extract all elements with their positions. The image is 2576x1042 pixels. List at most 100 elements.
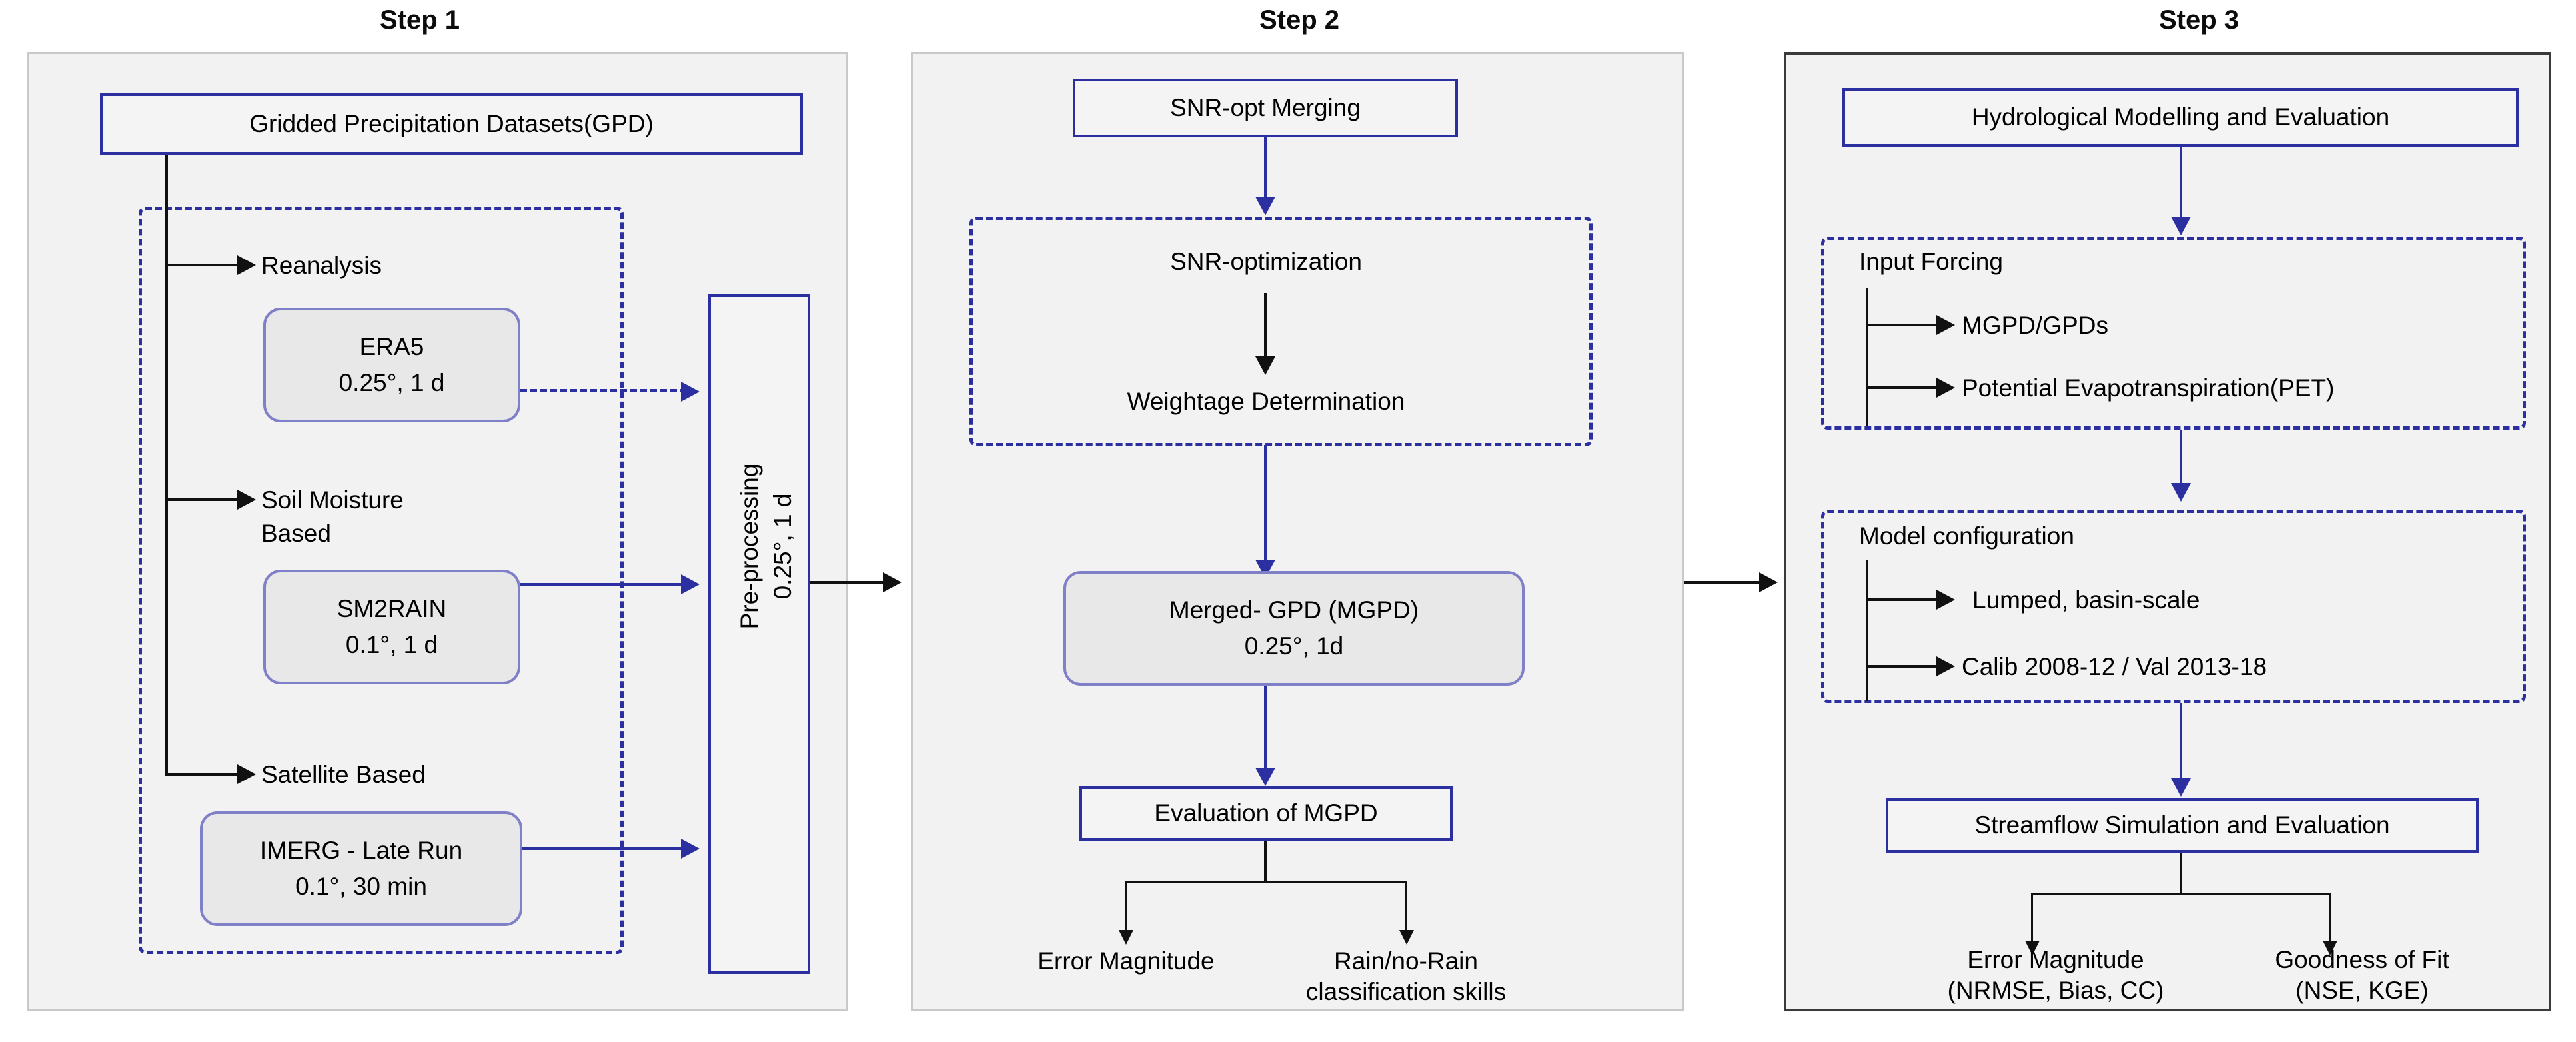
step1-branch-soilmoisture-line xyxy=(167,498,241,501)
input-to-model-config-line xyxy=(2180,430,2182,491)
gpd-header-label: Gridded Precipitation Datasets(GPD) xyxy=(249,110,654,137)
step2-outcome-left-drop xyxy=(1125,881,1127,934)
dataset-era5-box[interactable]: ERA5 0.25°, 1 d xyxy=(263,308,520,422)
merged-gpd-box[interactable]: Merged- GPD (MGPD) 0.25°, 1d xyxy=(1063,571,1525,686)
step2-to-step3-line xyxy=(1684,581,1763,584)
imerg-to-preprocessing-arrow xyxy=(681,839,700,859)
sm2rain-to-preprocessing-arrow xyxy=(681,574,700,594)
snr-opt-merging-box[interactable]: SNR-opt Merging xyxy=(1073,79,1458,137)
model-config-item-2-arrow xyxy=(1936,656,1955,676)
step1-branch-satellite-arrow xyxy=(237,764,256,784)
input-forcing-bracket xyxy=(1866,288,1868,426)
step2-outcome-rain-norain: Rain/no-Rain classification skills xyxy=(1246,946,1566,1008)
category-satellite-label: Satellite Based xyxy=(261,761,426,788)
step3-outcome-left-arrow xyxy=(2025,941,2040,955)
hydrological-modelling-label: Hydrological Modelling and Evaluation xyxy=(1971,103,2390,131)
step3-outcome-gof-line2: (NSE, KGE) xyxy=(2295,977,2429,1005)
model-configuration-title: Model configuration xyxy=(1859,522,2074,550)
merged-to-evaluation-arrow xyxy=(1255,768,1275,786)
snr-to-weightage-arrow xyxy=(1255,356,1275,375)
step-2-panel xyxy=(911,52,1684,1011)
merged-gpd-spec: 0.25°, 1d xyxy=(1244,632,1344,660)
category-soil-moisture-label: Soil Moisture xyxy=(261,486,404,514)
step2-outcome-right-drop xyxy=(1405,881,1407,934)
weightage-determination-label: Weightage Determination xyxy=(1127,388,1405,415)
dataset-imerg-name: IMERG - Late Run xyxy=(259,837,463,865)
dataset-era5-name: ERA5 xyxy=(359,333,424,361)
step1-branch-soilmoisture-arrow xyxy=(237,490,256,510)
step2-outcome-error-magnitude: Error Magnitude xyxy=(1037,947,1215,975)
merged-gpd-name: Merged- GPD (MGPD) xyxy=(1169,596,1419,624)
step1-branch-reanalysis-arrow xyxy=(237,255,256,275)
hydro-to-input-forcing-arrow xyxy=(2171,217,2191,235)
preprocessing-box[interactable] xyxy=(708,294,810,974)
dataset-imerg-box[interactable]: IMERG - Late Run 0.1°, 30 min xyxy=(200,811,522,926)
snr-opt-merging-label: SNR-opt Merging xyxy=(1170,94,1361,121)
gridded-precipitation-datasets-box[interactable]: Gridded Precipitation Datasets(GPD) xyxy=(100,93,803,155)
step-3-title: Step 3 xyxy=(2158,5,2240,35)
imerg-to-preprocessing-line xyxy=(522,847,688,850)
step1-trunk-line xyxy=(165,155,168,776)
hydro-to-input-forcing-line xyxy=(2180,147,2182,220)
dataset-sm2rain-box[interactable]: SM2RAIN 0.1°, 1 d xyxy=(263,570,520,684)
dataset-era5-spec: 0.25°, 1 d xyxy=(338,369,445,396)
model-config-bracket xyxy=(1866,560,1868,701)
input-forcing-item-1-arrow xyxy=(1936,315,1955,335)
step-2-title: Step 2 xyxy=(1259,5,1340,35)
model-config-item-1-label: Lumped, basin-scale xyxy=(1972,586,2200,614)
preprocessing-line-2: 0.25°, 1 d xyxy=(768,493,796,600)
snr-header-to-group-arrow xyxy=(1255,197,1275,215)
group-to-merged-line xyxy=(1264,445,1267,565)
step3-outcome-stem xyxy=(2180,853,2182,894)
snr-to-weightage-line xyxy=(1264,293,1267,360)
step3-outcome-left-drop xyxy=(2031,893,2033,945)
step3-outcome-crossbar xyxy=(2031,893,2331,895)
category-reanalysis-label: Reanalysis xyxy=(261,252,382,279)
step3-outcome-right-arrow xyxy=(2323,941,2337,955)
step2-outcome-rain-line1: Rain/no-Rain xyxy=(1334,947,1478,975)
snr-header-to-group-line xyxy=(1264,137,1267,199)
step2-outcome-left-arrow xyxy=(1119,930,1133,945)
input-forcing-item-1-line xyxy=(1867,324,1940,326)
step1-branch-satellite-line xyxy=(167,773,241,776)
step3-outcome-error-line1: Error Magnitude xyxy=(1967,946,2144,973)
input-to-model-config-arrow xyxy=(2171,483,2191,502)
step2-outcome-rain-line2: classification skills xyxy=(1305,978,1507,1006)
streamflow-simulation-label: Streamflow Simulation and Evaluation xyxy=(1974,811,2390,839)
sm2rain-to-preprocessing-line xyxy=(520,583,688,586)
preprocessing-line-1: Pre-processing xyxy=(736,463,763,630)
step1-branch-reanalysis-line xyxy=(167,264,241,266)
step3-outcome-goodness-of-fit: Goodness of Fit (NSE, KGE) xyxy=(2219,945,2505,1007)
step-1-title: Step 1 xyxy=(379,5,460,35)
model-config-to-streamflow-arrow xyxy=(2171,778,2191,797)
model-config-to-streamflow-line xyxy=(2180,703,2182,784)
step3-outcome-error-line2: (NRMSE, Bias, CC) xyxy=(1947,977,2164,1005)
step2-outcome-stem xyxy=(1264,841,1267,882)
step2-to-step3-arrow xyxy=(1759,572,1778,592)
step1-to-step2-arrow xyxy=(883,572,902,592)
preprocessing-label: Pre-processing 0.25°, 1 d xyxy=(733,373,800,720)
hydrological-modelling-box[interactable]: Hydrological Modelling and Evaluation xyxy=(1842,88,2519,147)
streamflow-simulation-box[interactable]: Streamflow Simulation and Evaluation xyxy=(1886,798,2479,853)
input-forcing-item-2-arrow xyxy=(1936,378,1955,398)
dataset-imerg-spec: 0.1°, 30 min xyxy=(295,873,427,900)
step2-outcome-right-arrow xyxy=(1399,930,1414,945)
input-forcing-item-1-label: MGPD/GPDs xyxy=(1962,312,2108,339)
snr-optimization-label: SNR-optimization xyxy=(1170,248,1362,275)
model-config-item-1-line xyxy=(1867,598,1940,601)
model-config-item-1-arrow xyxy=(1936,590,1955,610)
dataset-sm2rain-spec: 0.1°, 1 d xyxy=(345,631,438,658)
model-config-item-2-line xyxy=(1867,665,1940,668)
category-soil-moisture-label-2: Based xyxy=(261,520,331,547)
input-forcing-item-2-line xyxy=(1867,386,1940,389)
dataset-sm2rain-name: SM2RAIN xyxy=(336,595,447,623)
merged-to-evaluation-line xyxy=(1264,686,1267,774)
step3-outcome-right-drop xyxy=(2329,893,2331,945)
step2-outcome-crossbar xyxy=(1125,881,1407,883)
model-config-item-2-label: Calib 2008-12 / Val 2013-18 xyxy=(1962,653,2267,680)
input-forcing-item-2-label: Potential Evapotranspiration(PET) xyxy=(1962,374,2335,402)
evaluation-of-mgpd-box[interactable]: Evaluation of MGPD xyxy=(1079,786,1453,841)
step3-outcome-error-magnitude: Error Magnitude (NRMSE, Bias, CC) xyxy=(1899,945,2212,1007)
step1-to-step2-line xyxy=(810,581,887,584)
